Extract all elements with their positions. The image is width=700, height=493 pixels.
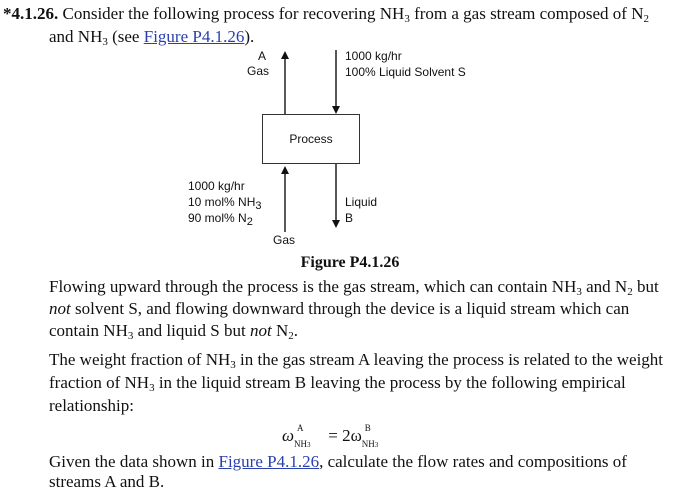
para2-line3: relationship: (49, 396, 134, 415)
text: contain NH (49, 321, 128, 340)
figure-link[interactable]: Figure P4.1.26 (143, 27, 245, 46)
text: (see (112, 27, 140, 46)
para1-line3: contain NH3 and liquid S but not N2. (49, 321, 299, 342)
text: , calculate the flow rates and compositi… (319, 452, 627, 471)
subscript: 2 (627, 286, 633, 298)
equals-term: = 2ω (324, 426, 362, 445)
subscript: 2 (643, 13, 650, 25)
subscript: 3 (255, 200, 262, 212)
text: N (271, 321, 289, 340)
liquid-label: Liquid (345, 195, 378, 209)
emphasis: not (49, 299, 71, 318)
subscript: 3 (102, 36, 108, 48)
subscript: 3 (149, 382, 155, 394)
stream-a-label: A (258, 49, 267, 63)
emphasis: not (250, 321, 272, 340)
text: NH (361, 439, 375, 449)
text: fraction of NH (49, 373, 150, 392)
omega-symbol: ω (282, 426, 295, 445)
text: Flowing upward through the process is th… (49, 277, 577, 296)
problem-number: *4.1.26. (3, 4, 59, 23)
subscript: NH3 (294, 439, 311, 449)
feed-gas-label: Gas (273, 233, 296, 247)
problem-statement-line1: *4.1.26. Consider the following process … (3, 4, 650, 25)
text: ). (244, 27, 255, 46)
solvent-flow-label: 1000 kg/hr (345, 49, 402, 63)
text: and NH (49, 27, 103, 46)
text: 3 (374, 441, 379, 449)
stream-b-label: B (345, 211, 354, 225)
nh3-a-index: A NH3 (294, 423, 324, 449)
feed-n2-label: 90 mol% N2 (188, 211, 253, 228)
figure-caption: Figure P4.1.26 (300, 254, 400, 271)
problem-statement-line2: and NH3 (see Figure P4.1.26). (49, 27, 255, 48)
text: 10 mol% NH (188, 195, 256, 209)
solvent-composition-label: 100% Liquid Solvent S (345, 65, 466, 79)
text: solvent S, and flowing downward through … (70, 299, 630, 318)
text: and N (581, 277, 628, 296)
para1-line2: not solvent S, and flowing downward thro… (49, 299, 629, 319)
figure-link-2[interactable]: Figure P4.1.26 (218, 452, 320, 471)
nh3-b-index: B NH3 (362, 423, 392, 449)
text: Consider the following process for recov… (62, 4, 405, 23)
subscript: NH3 (362, 439, 379, 449)
text: in the gas stream A leaving the process … (235, 350, 664, 369)
subscript: 3 (230, 359, 236, 371)
text: NH (294, 439, 308, 449)
text: and liquid S but (133, 321, 250, 340)
subscript: 2 (288, 330, 294, 342)
text: 90 mol% N (188, 211, 247, 225)
para2-line1: The weight fraction of NH3 in the gas st… (49, 350, 664, 371)
text: in the liquid stream B leaving the proce… (154, 373, 626, 392)
text: from a gas stream composed of N (414, 4, 644, 23)
para3-line2: streams A and B. (49, 472, 165, 491)
stream-a-gas-label: Gas (247, 64, 270, 78)
superscript: B (364, 423, 371, 433)
process-box: Process (262, 114, 360, 164)
feed-flow-label: 1000 kg/hr (188, 179, 245, 193)
process-label: Process (289, 132, 333, 146)
text: . (293, 321, 299, 340)
text: 3 (307, 441, 311, 449)
para1-line1: Flowing upward through the process is th… (49, 277, 659, 298)
subscript: 3 (404, 13, 410, 25)
subscript: 2 (246, 216, 253, 228)
text: The weight fraction of NH (49, 350, 231, 369)
text: Given the data shown in (49, 452, 219, 471)
para3-line1: Given the data shown in Figure P4.1.26, … (49, 452, 627, 472)
text: but (632, 277, 659, 296)
feed-nh3-label: 10 mol% NH3 (188, 195, 262, 212)
superscript: A (297, 423, 304, 433)
subscript: 3 (127, 330, 134, 342)
subscript: 3 (576, 286, 582, 298)
para2-line2: fraction of NH3 in the liquid stream B l… (49, 373, 626, 394)
